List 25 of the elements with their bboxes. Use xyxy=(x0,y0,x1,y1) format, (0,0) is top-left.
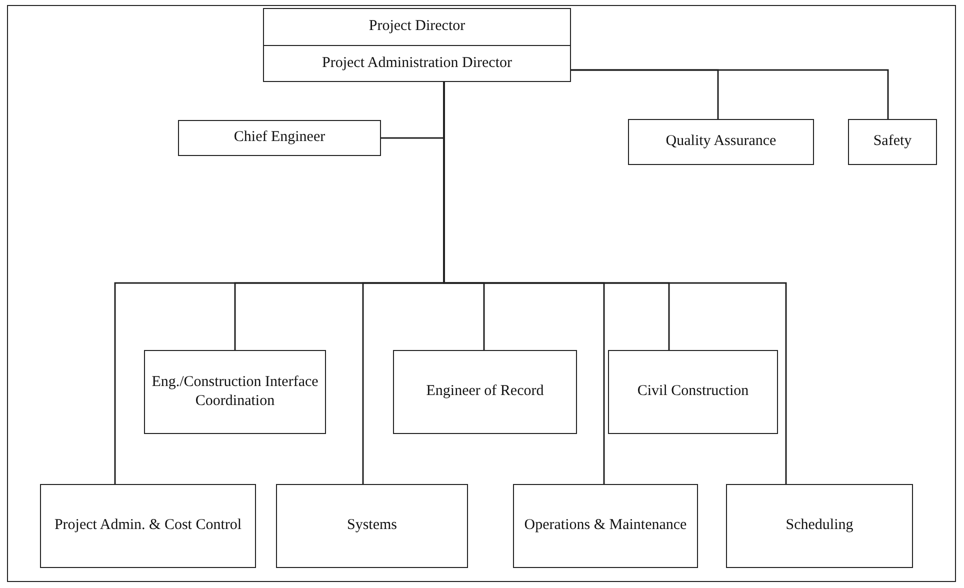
role-label: Engineer of Record xyxy=(426,382,544,402)
org-box xyxy=(263,45,571,82)
org-box xyxy=(40,484,256,568)
role-label: Chief Engineer xyxy=(234,128,326,148)
org-box xyxy=(848,119,937,165)
role-label: Civil Construction xyxy=(637,382,749,402)
role-label: Project Administration Director xyxy=(322,54,512,73)
role-label: Scheduling xyxy=(786,516,854,536)
connector-line xyxy=(571,69,889,119)
org-box xyxy=(144,350,326,434)
org-box xyxy=(608,350,778,434)
role-label: Safety xyxy=(873,132,912,152)
role-label: Eng./Construction Interface Coordination xyxy=(151,372,319,411)
role-label: Operations & Maintenance xyxy=(524,516,687,536)
org-box xyxy=(393,350,577,434)
org-box xyxy=(178,120,381,156)
org-box xyxy=(263,8,571,46)
role-label: Project Admin. & Cost Control xyxy=(54,516,242,536)
role-label: Systems xyxy=(346,516,397,536)
role-label: Quality Assurance xyxy=(666,132,776,152)
org-box xyxy=(628,119,814,165)
org-box xyxy=(276,484,468,568)
org-box xyxy=(726,484,913,568)
role-label: Project Director xyxy=(368,17,466,36)
org-box xyxy=(513,484,698,568)
